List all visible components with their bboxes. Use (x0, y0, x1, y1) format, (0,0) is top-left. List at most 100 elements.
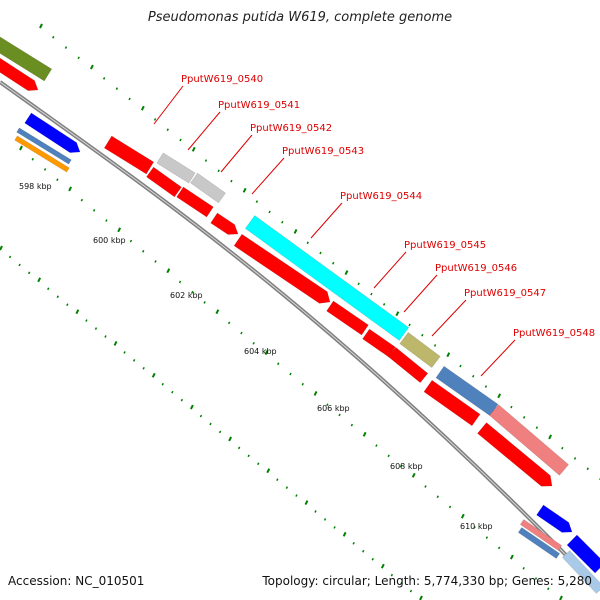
gene-features (0, 36, 600, 594)
tick-mark (586, 467, 589, 471)
gene-0544 (244, 215, 410, 341)
tick-mark (161, 382, 164, 386)
tick-mark (313, 391, 318, 396)
tick-mark (352, 541, 355, 545)
tick-mark (281, 220, 284, 224)
gene-callout-line (220, 134, 253, 173)
gene-callout-line (310, 202, 343, 239)
tick-mark (497, 393, 502, 399)
gene-pink-right (519, 519, 563, 551)
tick-mark (266, 468, 271, 474)
gene-lightblue-edge (561, 550, 600, 594)
tick-mark (56, 295, 59, 299)
tick-mark (142, 366, 145, 370)
gene-red-edge (0, 57, 39, 91)
gene-0547-cds (387, 346, 429, 384)
gene-0541-cds (146, 166, 182, 198)
tick-mark (293, 229, 298, 234)
gene-steelblue-right (517, 527, 561, 559)
tick-mark (132, 359, 136, 362)
tick-mark (113, 341, 118, 346)
gene-callout-line (251, 157, 285, 195)
tick-mark (411, 472, 416, 478)
tick-mark (436, 495, 439, 499)
tick-mark (370, 292, 373, 296)
tick-mark (408, 323, 411, 327)
tick-mark (56, 178, 59, 182)
tick-mark (203, 301, 206, 304)
gene-olive-edge (0, 36, 53, 82)
tick-mark (105, 219, 108, 222)
tick-mark (319, 251, 322, 255)
tick-mark (115, 87, 119, 90)
gene-blue-right (536, 504, 573, 533)
tick-mark (472, 374, 475, 378)
tick-mark (190, 404, 194, 410)
tick-mark (218, 430, 222, 434)
tick-mark (242, 187, 247, 193)
tick-mark (75, 309, 80, 315)
tick-mark (77, 56, 80, 60)
gene-callouts: PputW619_0540PputW619_0541PputW619_0542P… (153, 74, 595, 377)
gene-blue-left (24, 112, 81, 153)
tick-mark (217, 169, 220, 173)
tick-mark (8, 255, 12, 259)
tick-mark (510, 554, 514, 560)
tick-mark (561, 446, 564, 450)
tick-mark (459, 364, 462, 368)
tick-mark (252, 341, 255, 345)
tick-mark (31, 157, 34, 161)
tick-mark (151, 372, 156, 378)
kbp-label: 608 kbp (390, 462, 423, 471)
tick-mark (102, 77, 106, 80)
tick-mark (140, 105, 145, 111)
tick-mark (191, 146, 196, 152)
kbp-label: 604 kbp (244, 347, 277, 356)
tick-mark (276, 478, 279, 482)
tick-mark (166, 128, 169, 132)
gene-label: PputW619_0544 (340, 191, 422, 202)
tick-mark (27, 271, 31, 275)
tick-mark (178, 280, 182, 284)
tick-mark (433, 344, 437, 347)
tick-mark (371, 557, 374, 561)
kbp-label: 602 kbp (170, 291, 203, 300)
tick-mark (128, 97, 131, 101)
gene-label: PputW619_0545 (404, 240, 486, 251)
tick-mark (171, 390, 174, 394)
gene-0549-cds (477, 422, 553, 487)
tick-mark (47, 287, 50, 291)
gene-0547 (435, 365, 499, 417)
tick-mark (179, 138, 182, 142)
tick-mark (326, 403, 329, 407)
tick-mark (153, 118, 157, 121)
tick-mark (446, 352, 451, 358)
tick-mark (295, 494, 298, 497)
tick-mark (204, 159, 208, 162)
tick-mark (227, 321, 231, 325)
tick-mark (104, 335, 107, 338)
tick-mark (52, 35, 55, 39)
tick-mark (209, 422, 212, 426)
tick-mark (400, 581, 403, 585)
map-title: Pseudomonas putida W619, complete genome (147, 10, 453, 25)
tick-mark (510, 405, 513, 409)
gene-0542 (190, 172, 226, 204)
tick-mark (460, 513, 465, 519)
gene-0543 (210, 212, 239, 235)
tick-mark (154, 260, 157, 263)
tick-mark (18, 263, 21, 267)
tick-mark (277, 362, 280, 366)
tick-mark (180, 398, 184, 402)
accession-text: Accession: NC_010501 (8, 574, 145, 588)
tick-mark (90, 64, 94, 70)
gene-label: PputW619_0543 (282, 146, 364, 157)
kbp-label: 610 kbp (460, 522, 493, 531)
tick-mark (338, 413, 341, 417)
tick-mark (547, 587, 550, 591)
tick-mark (66, 303, 69, 307)
tick-mark (380, 563, 385, 569)
tick-mark (362, 549, 365, 553)
